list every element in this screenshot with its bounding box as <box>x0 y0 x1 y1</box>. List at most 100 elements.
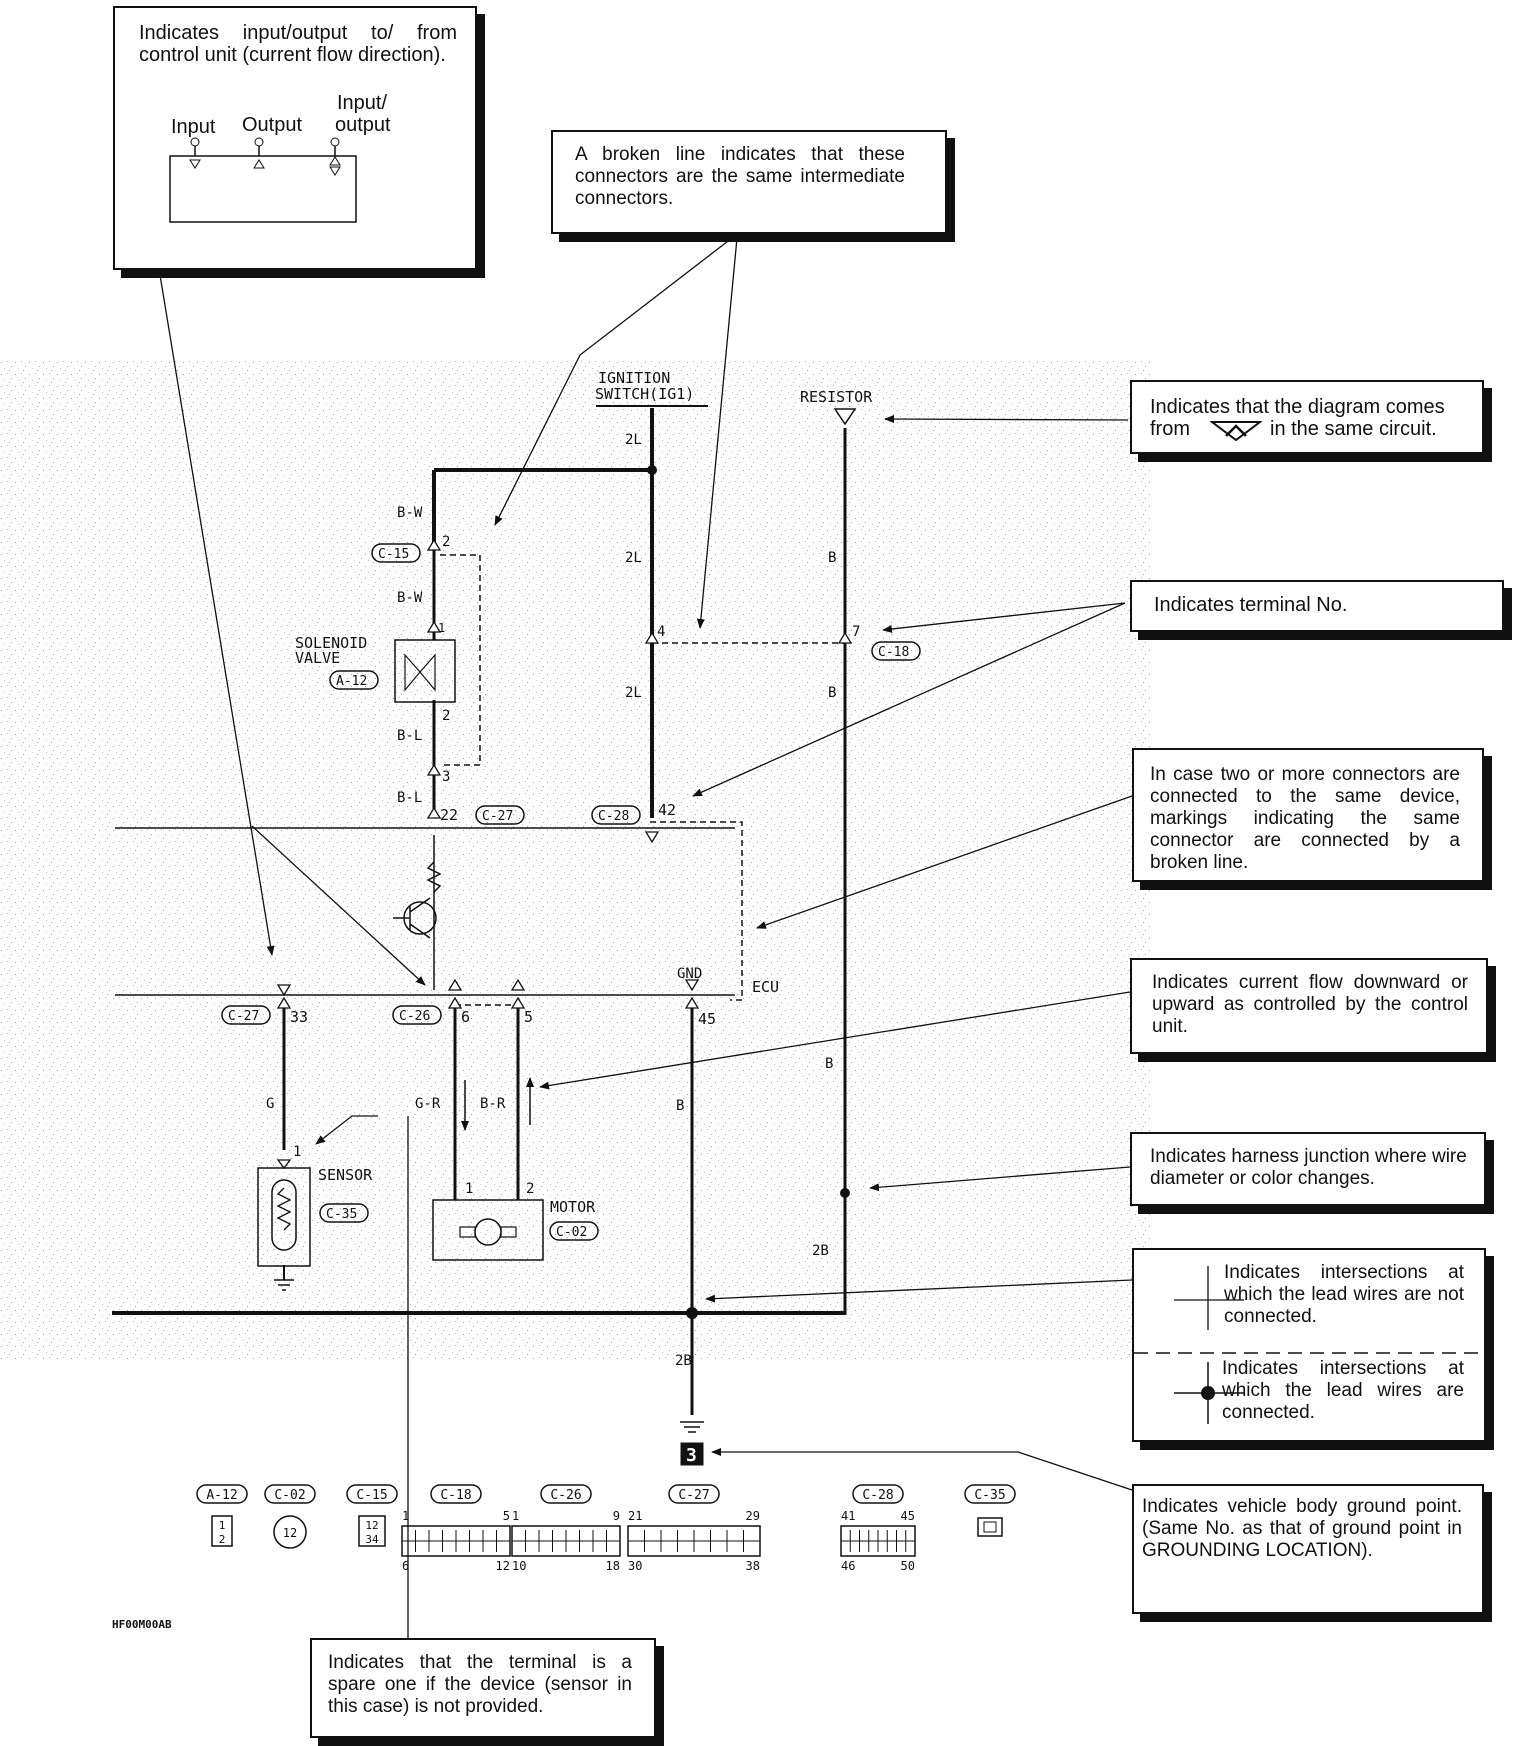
callout-text: Indicates input/output to/ from control … <box>139 22 457 66</box>
connector-tags <box>221 543 921 1241</box>
terminal-number: 7 <box>852 624 860 640</box>
connector-name: C-15 <box>356 1488 387 1503</box>
io-symbol-diagram <box>169 137 357 223</box>
connector-pin: 29 <box>746 1509 760 1523</box>
connector-pin: 18 <box>606 1559 620 1573</box>
callout-ground-point: Indicates vehicle body ground point. (Sa… <box>1132 1484 1484 1614</box>
leader-lines <box>159 237 1133 1645</box>
figure-code: HF00M00AB <box>112 1618 172 1631</box>
terminal-number: 5 <box>524 1008 533 1026</box>
terminal-number: 2 <box>442 708 450 724</box>
callout-intersections: Indicates intersections at which the lea… <box>1132 1248 1488 1442</box>
connector-pin: 10 <box>512 1559 526 1573</box>
connector-pin: 1 <box>512 1509 519 1523</box>
connector-name: C-26 <box>550 1488 581 1503</box>
intersection-symbols <box>1134 1266 1488 1424</box>
resistor-label: RESISTOR <box>800 388 873 406</box>
connector-pin: 38 <box>746 1559 760 1573</box>
connector-pin: 1 <box>219 1519 226 1532</box>
wire-label-2b: 2B <box>812 1243 829 1259</box>
connector-name: C-35 <box>974 1488 1005 1503</box>
connector-face <box>977 1517 1003 1537</box>
connector-pin: 12 <box>365 1519 378 1532</box>
terminal-number: 6 <box>461 1008 470 1026</box>
callout-text-line2a: from <box>1150 418 1190 440</box>
dashed-lines <box>440 554 845 1006</box>
connector-tag-a12: A-12 <box>336 674 367 689</box>
wires <box>112 408 847 1415</box>
terminal-number: 1 <box>438 621 445 635</box>
connector-pin: 30 <box>628 1559 642 1573</box>
input-label: Input <box>171 116 216 138</box>
callout-text-connected: Indicates intersections at which the lea… <box>1222 1358 1464 1423</box>
terminal-number: 4 <box>657 624 665 640</box>
callout-text-line1: Indicates that the diagram comes <box>1150 396 1445 418</box>
ground-number: 3 <box>686 1445 697 1466</box>
motor-label: MOTOR <box>550 1198 596 1216</box>
terminal-number: 33 <box>290 1008 308 1026</box>
wire-label-b: B <box>828 550 836 566</box>
connector-tag-c18: C-18 <box>878 645 909 660</box>
connector-name: C-02 <box>274 1488 305 1503</box>
connector-pin: 21 <box>628 1509 642 1523</box>
connector-name-tag <box>430 1484 482 1504</box>
input-output-label-line2: output <box>335 114 391 136</box>
wire-label-2b: 2B <box>675 1353 692 1369</box>
wire-label-gr: G-R <box>415 1096 441 1112</box>
wire-label-bw: B-W <box>397 505 423 521</box>
terminal-number: 2 <box>526 1181 534 1197</box>
connector-tag-c26: C-26 <box>399 1009 430 1024</box>
callout-text: Indicates terminal No. <box>1154 594 1348 616</box>
callout-diagram-comes-from: Indicates that the diagram comes from in… <box>1130 380 1484 454</box>
connector-pin: 9 <box>613 1509 620 1523</box>
callout-text: Indicates harness junction where wire di… <box>1150 1146 1467 1189</box>
connector-name-tag <box>964 1484 1016 1504</box>
connector-pin: 45 <box>901 1509 915 1523</box>
connector-pin: 2 <box>219 1533 226 1546</box>
gnd-label: GND <box>677 966 702 982</box>
callout-text-not-connected: Indicates intersections at which the lea… <box>1224 1262 1464 1327</box>
callout-terminal-number: Indicates terminal No. <box>1130 580 1504 632</box>
wire-label-2l: 2L <box>625 685 642 701</box>
callout-input-output: Indicates input/output to/ from control … <box>113 6 477 270</box>
connector-name-tag <box>852 1484 904 1504</box>
connector-pin: 12 <box>496 1559 510 1573</box>
callout-text: A broken line indicates that these conne… <box>575 144 905 209</box>
callout-broken-line: A broken line indicates that these conne… <box>551 130 947 234</box>
connector-name: C-27 <box>678 1488 709 1503</box>
connector-pin: 5 <box>503 1509 510 1523</box>
callout-text: Indicates vehicle body ground point. (Sa… <box>1142 1496 1462 1561</box>
terminal-number: 22 <box>440 806 458 824</box>
connector-tag-c15: C-15 <box>378 547 409 562</box>
connector-face <box>211 1515 233 1547</box>
sensor-label: SENSOR <box>318 1166 373 1184</box>
connector-name-tag <box>540 1484 592 1504</box>
connector-name-tag <box>346 1484 398 1504</box>
ecu-label: ECU <box>752 978 779 996</box>
connector-tag-c28: C-28 <box>598 809 629 824</box>
terminal-number: 45 <box>698 1010 716 1028</box>
connector-name: C-18 <box>440 1488 471 1503</box>
connector-pin: 50 <box>901 1559 915 1573</box>
print-texture <box>0 360 1150 1360</box>
wire-label-2l: 2L <box>625 550 642 566</box>
wire-label-b: B <box>825 1056 833 1072</box>
ignition-label-line2: SWITCH(IG1) <box>595 385 694 403</box>
callout-text: Indicates that the terminal is a spare o… <box>328 1652 632 1717</box>
connector-tag-c27: C-27 <box>228 1009 259 1024</box>
wire-label-bl: B-L <box>397 790 422 806</box>
connector-face-inner <box>983 1521 997 1533</box>
connector-name: C-28 <box>862 1488 893 1503</box>
wire-label-bl: B-L <box>397 728 422 744</box>
connector-tag-c35: C-35 <box>326 1207 357 1222</box>
callout-spare-terminal: Indicates that the terminal is a spare o… <box>310 1638 656 1738</box>
terminal-number: 2 <box>442 534 450 550</box>
connector-tag-c27: C-27 <box>482 809 513 824</box>
connector-pin: 41 <box>841 1509 855 1523</box>
wire-label-b: B <box>676 1098 684 1114</box>
callout-same-device-connectors: In case two or more connectors are conne… <box>1132 748 1484 882</box>
terminal-number: 3 <box>442 769 450 785</box>
callout-text: Indicates current flow downward or upwar… <box>1152 972 1468 1037</box>
